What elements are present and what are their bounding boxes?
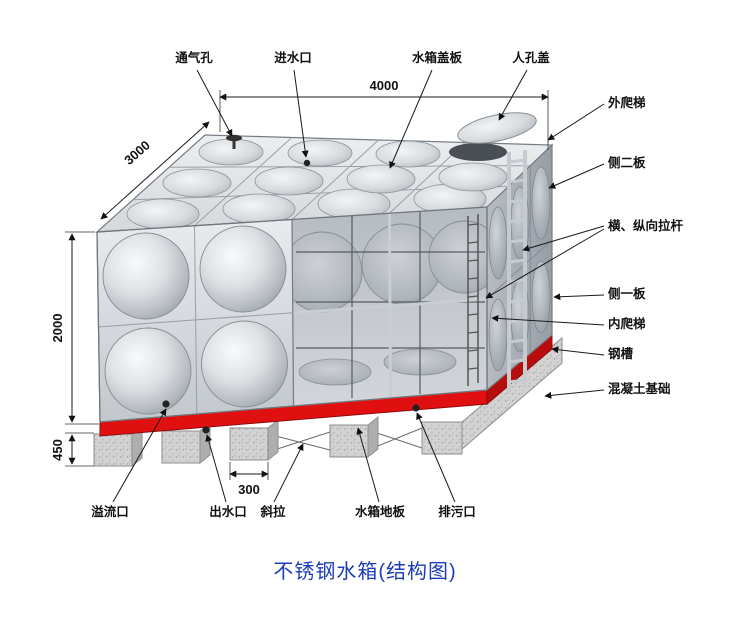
label-vent-hole: 通气孔 xyxy=(175,50,213,65)
dim-beam-width: 300 xyxy=(238,482,260,497)
leader-vent-hole xyxy=(196,69,233,137)
tank-front-face xyxy=(96,206,488,423)
leader-water-inlet xyxy=(293,69,309,158)
foundation-beam xyxy=(229,418,279,462)
front-face-outline xyxy=(96,206,488,423)
leader-steel-channel xyxy=(551,346,605,356)
front-panel-domes xyxy=(102,225,288,415)
manhole-lid xyxy=(457,112,537,144)
part-labels: 通气孔 进水口 水箱盖板 人孔盖 外爬梯 侧二板 横、纵向拉杆 侧一板 内爬梯 … xyxy=(91,50,683,519)
label-side-plate-1: 侧一板 xyxy=(608,286,646,301)
leader-internal-ladder xyxy=(491,314,605,326)
dim-depth: 3000 xyxy=(121,137,153,167)
dim-width: 4000 xyxy=(370,78,399,93)
leader-lines xyxy=(112,69,605,503)
leader-side-plate-1 xyxy=(553,293,605,301)
label-water-inlet: 进水口 xyxy=(274,50,312,65)
label-tie-rods: 横、纵向拉杆 xyxy=(608,218,684,233)
label-manhole-cover: 人孔盖 xyxy=(512,50,550,65)
interior-frame xyxy=(292,212,487,399)
internal-ladder xyxy=(467,214,479,386)
leader-tie-rods-2 xyxy=(485,228,605,299)
diagonal-brace xyxy=(267,427,423,453)
leader-external-ladder xyxy=(547,103,605,141)
leader-overflow-port xyxy=(112,408,167,503)
leader-manhole-cover xyxy=(498,69,528,121)
page-title: 不锈钢水箱(结构图) xyxy=(273,560,456,583)
manhole-opening xyxy=(449,143,507,161)
label-concrete-foundation: 混凝土基础 xyxy=(608,381,671,396)
external-ladder xyxy=(507,150,527,392)
label-external-ladder: 外爬梯 xyxy=(607,95,646,110)
label-outlet-port: 出水口 xyxy=(209,504,247,519)
dim-height: 2000 xyxy=(50,314,65,343)
floor-panel-dome xyxy=(298,358,372,386)
label-side-plate-2: 侧二板 xyxy=(608,155,646,170)
overflow-port xyxy=(162,400,170,408)
foundation-beam xyxy=(329,415,379,459)
water-inlet xyxy=(303,159,311,167)
label-overflow-port: 溢流口 xyxy=(91,504,129,519)
label-steel-channel: 钢槽 xyxy=(608,346,634,361)
leader-side-plate-2 xyxy=(548,163,605,189)
leader-tie-rods-1 xyxy=(522,225,605,252)
leader-concrete-foundation xyxy=(544,389,605,399)
outlet-port xyxy=(202,426,210,434)
leader-drain-port xyxy=(416,412,456,503)
leader-tank-floor xyxy=(356,427,380,503)
leader-outlet-port xyxy=(205,434,227,503)
tank-interior-cutaway xyxy=(291,206,488,407)
drain-port xyxy=(412,404,420,412)
label-tank-floor: 水箱地板 xyxy=(355,504,406,519)
label-internal-ladder: 内爬梯 xyxy=(608,316,646,331)
leader-diagonal-brace xyxy=(273,443,304,503)
back-wall-dome xyxy=(428,220,487,294)
label-diagonal-brace: 斜拉 xyxy=(259,504,286,519)
dim-base-height: 450 xyxy=(50,439,65,461)
label-drain-port: 排污口 xyxy=(438,504,476,519)
tank-right-face xyxy=(486,143,553,392)
back-wall-dome xyxy=(292,231,363,313)
leader-cover-plate xyxy=(389,69,433,169)
manhole-cover xyxy=(449,112,537,161)
label-cover-plate: 水箱盖板 xyxy=(412,50,463,65)
